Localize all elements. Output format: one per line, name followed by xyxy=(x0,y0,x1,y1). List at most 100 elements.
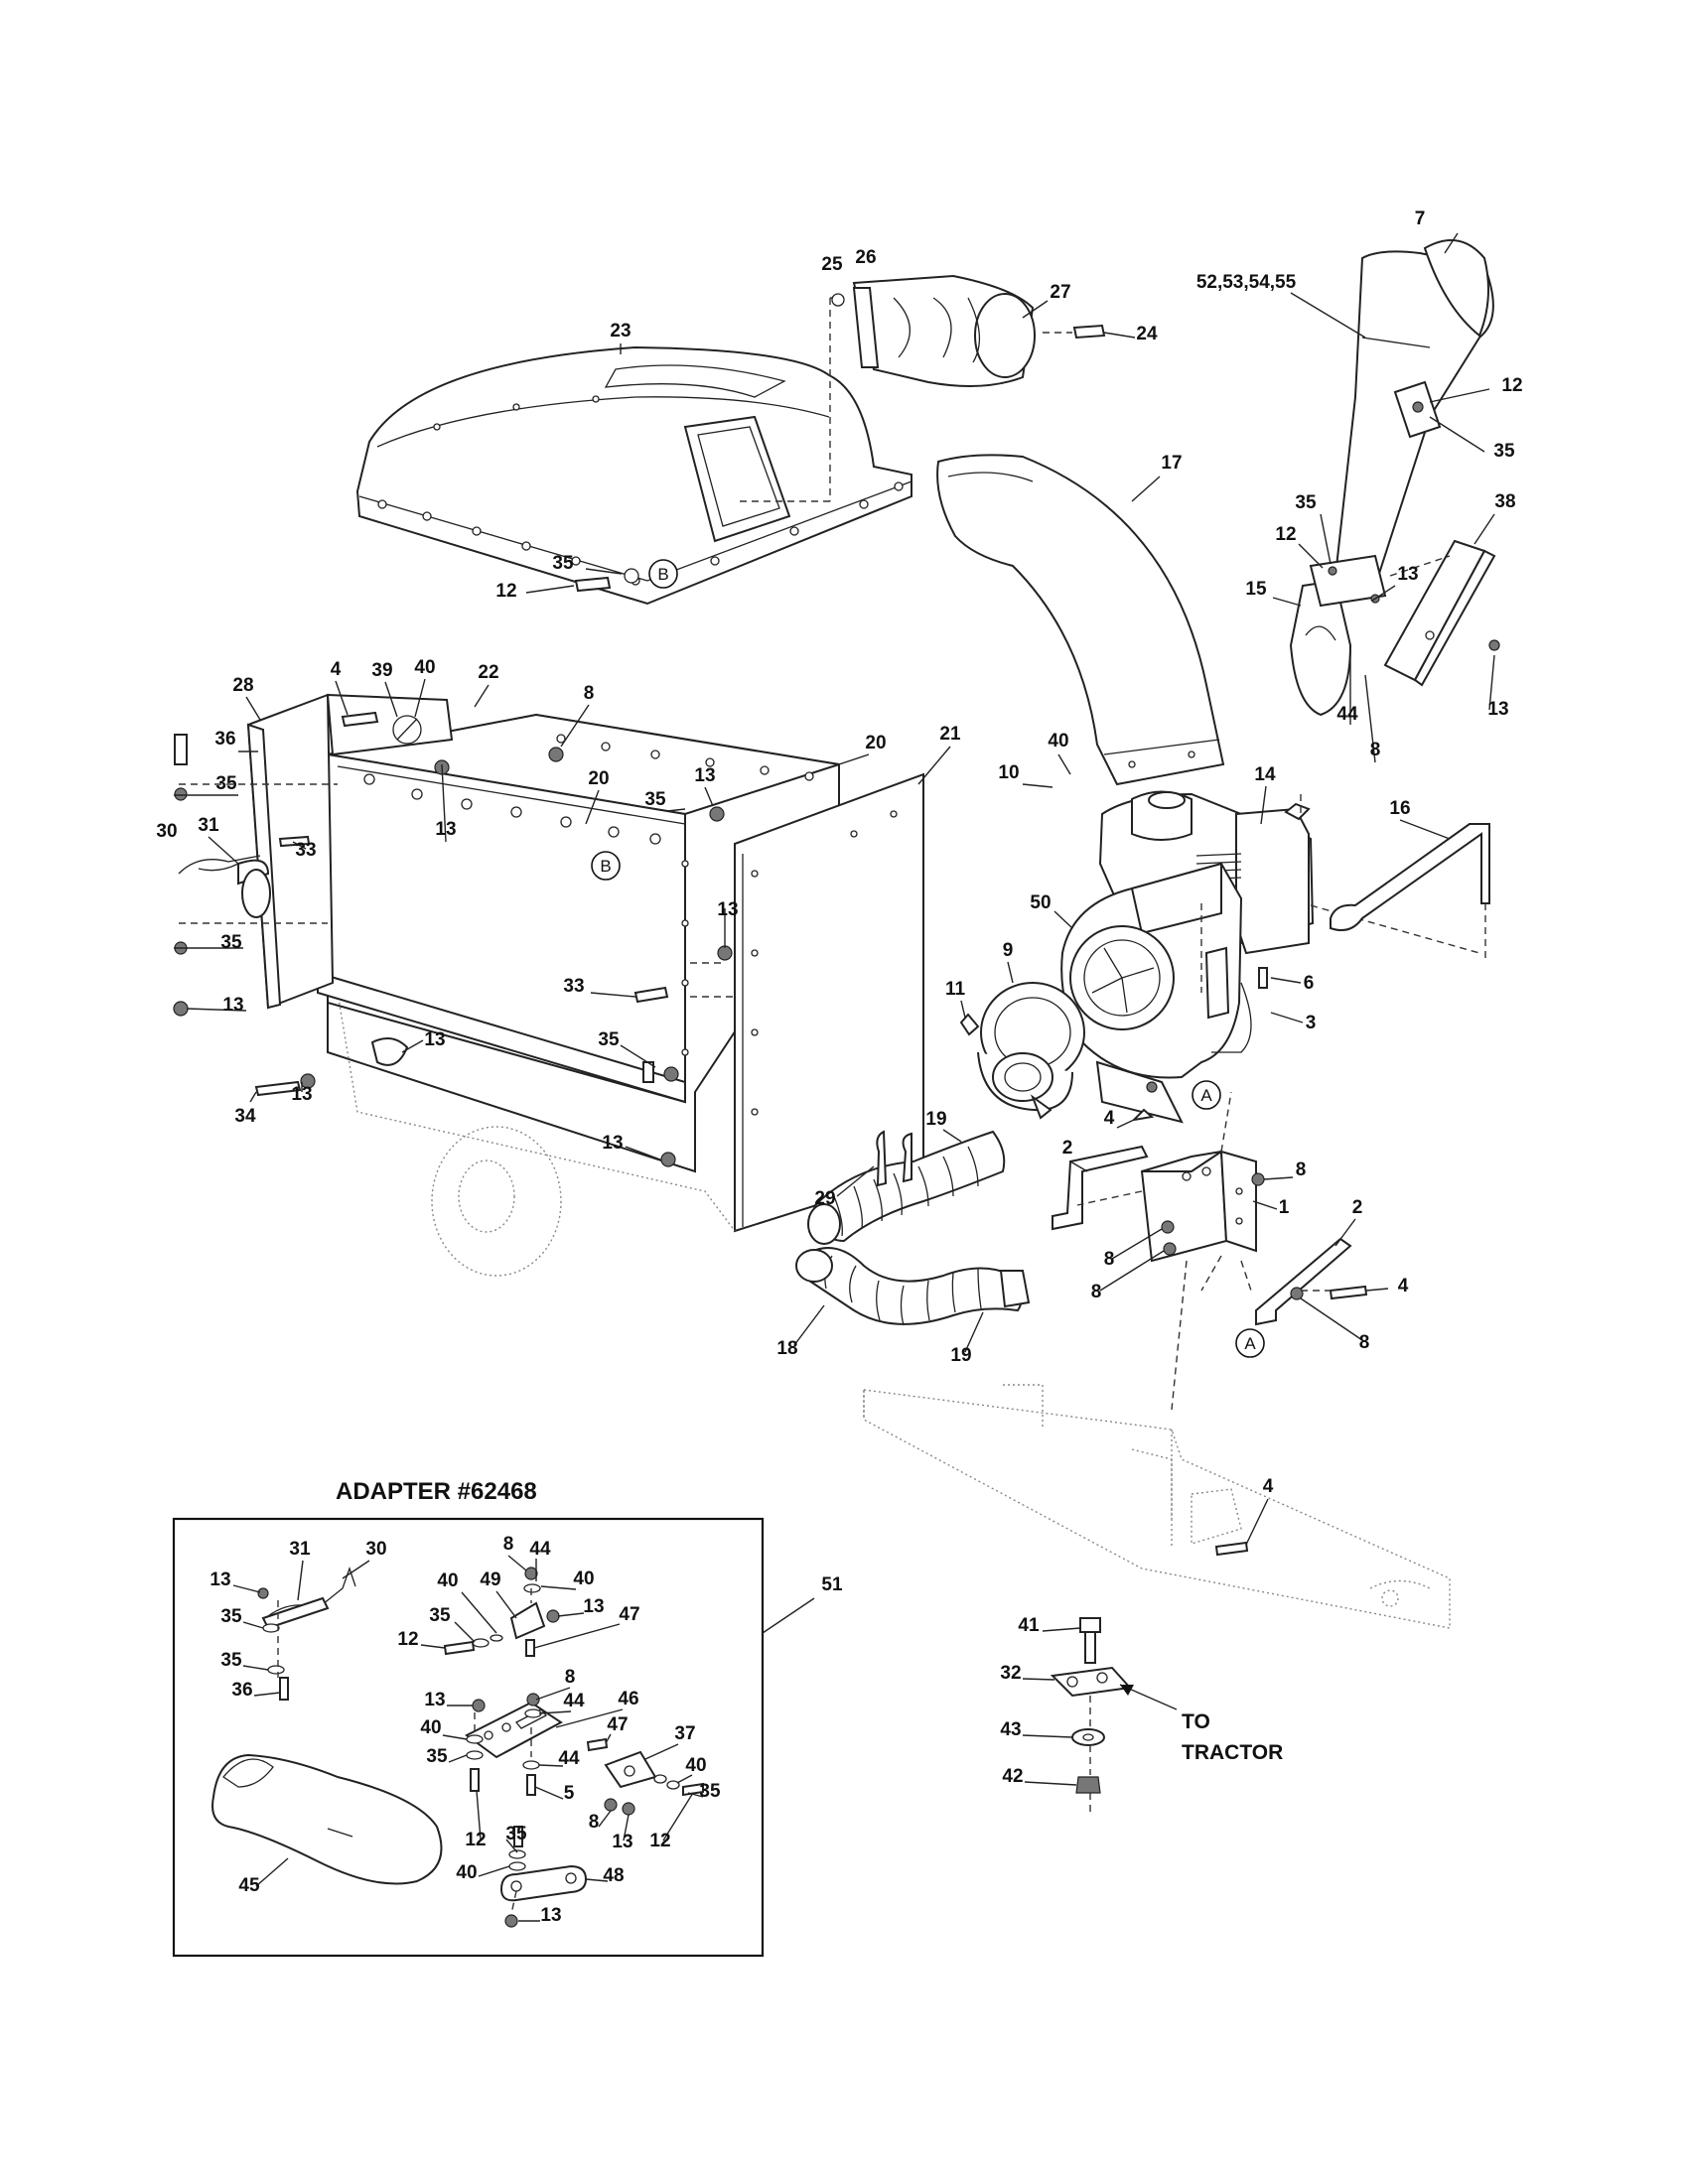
part-label-33: 33 xyxy=(295,840,316,861)
adapter-title: ADAPTER #62468 xyxy=(336,1478,537,1505)
tractor-frame xyxy=(863,1384,1451,1629)
part-label-40: 40 xyxy=(685,1755,706,1776)
part-label-35: 35 xyxy=(220,932,242,953)
part-label-45: 45 xyxy=(238,1875,260,1896)
part-label-13: 13 xyxy=(291,1084,312,1105)
leader-lines xyxy=(174,232,1495,1922)
part-label-12: 12 xyxy=(465,1830,486,1850)
part-label-40: 40 xyxy=(420,1717,441,1738)
part-label-35: 35 xyxy=(1295,492,1317,513)
discharge-chute xyxy=(1289,239,1494,717)
part-label-31: 31 xyxy=(289,1539,311,1560)
part-label-4: 4 xyxy=(1104,1108,1115,1129)
part-label-31: 31 xyxy=(198,815,219,836)
mount-guide-line-2 xyxy=(1240,1260,1252,1292)
ref-marker-circle-a xyxy=(1192,1080,1221,1110)
part-label-12: 12 xyxy=(397,1629,418,1650)
part-label-8: 8 xyxy=(589,1812,600,1833)
part-label-13: 13 xyxy=(210,1570,230,1590)
part-label-24: 24 xyxy=(1136,324,1158,344)
hitch-hardware xyxy=(1050,1617,1178,1817)
part-label-47: 47 xyxy=(619,1604,639,1625)
part-label-4: 4 xyxy=(1398,1276,1409,1297)
part-label-9: 9 xyxy=(1003,940,1014,961)
part-label-8: 8 xyxy=(1296,1160,1307,1180)
part-label-20: 20 xyxy=(588,768,609,789)
part-label-4: 4 xyxy=(1263,1476,1274,1497)
part-label-13: 13 xyxy=(602,1133,623,1154)
part-label-13: 13 xyxy=(222,995,243,1016)
elbow-tube xyxy=(936,454,1225,786)
lid-fasteners xyxy=(525,568,639,594)
part-label-44: 44 xyxy=(1336,704,1358,725)
ref-marker-b: B xyxy=(600,857,611,876)
part-label-15: 15 xyxy=(1245,579,1267,600)
part-label-11: 11 xyxy=(945,979,966,1000)
part-label-12: 12 xyxy=(1501,375,1522,396)
part-label-5: 5 xyxy=(564,1783,575,1804)
side-door xyxy=(173,693,454,1017)
part-label-8: 8 xyxy=(1359,1332,1370,1353)
part-label-13: 13 xyxy=(424,1690,445,1710)
inlet-ring xyxy=(959,982,1085,1120)
part-label-47: 47 xyxy=(607,1714,628,1735)
port-cover-assembly xyxy=(740,274,1106,502)
part-label-44: 44 xyxy=(558,1748,580,1769)
part-label-35: 35 xyxy=(429,1605,451,1626)
part-label-1: 1 xyxy=(1279,1197,1290,1218)
part-label-8: 8 xyxy=(1091,1282,1102,1302)
part-label-27: 27 xyxy=(1050,282,1070,303)
part-label-33: 33 xyxy=(563,976,584,997)
part-label-44: 44 xyxy=(529,1539,551,1560)
part-label-13: 13 xyxy=(583,1596,604,1617)
part-label-43: 43 xyxy=(1000,1719,1021,1740)
part-label-30: 30 xyxy=(365,1539,386,1560)
part-label-13: 13 xyxy=(612,1832,632,1852)
part-label-40: 40 xyxy=(437,1570,458,1591)
part-label-51: 51 xyxy=(821,1574,843,1595)
cart-wheel xyxy=(431,1126,562,1277)
part-label-36: 36 xyxy=(231,1680,252,1701)
part-label-18: 18 xyxy=(776,1338,797,1359)
part-label-35: 35 xyxy=(644,789,666,810)
part-label-38: 38 xyxy=(1494,491,1515,512)
part-label-7: 7 xyxy=(1415,208,1426,229)
part-label-35: 35 xyxy=(699,1781,721,1802)
hopper-lid xyxy=(355,345,912,606)
ref-marker-circle-b xyxy=(648,559,678,589)
part-label-40: 40 xyxy=(414,657,435,678)
part-label-44: 44 xyxy=(563,1691,585,1711)
part-label-50: 50 xyxy=(1030,892,1051,913)
part-label-26: 26 xyxy=(855,247,876,268)
part-label-35: 35 xyxy=(552,553,574,574)
part-label-13: 13 xyxy=(717,899,738,920)
part-label-13: 13 xyxy=(694,765,715,786)
part-label-48: 48 xyxy=(603,1865,624,1886)
side-bracket-right xyxy=(1255,1237,1368,1326)
part-label-35: 35 xyxy=(1493,441,1515,462)
part-label-25: 25 xyxy=(821,254,843,275)
mount-guide-line xyxy=(1171,1260,1188,1411)
part-label-6: 6 xyxy=(1304,973,1315,994)
part-label-8: 8 xyxy=(584,683,595,704)
part-label-36: 36 xyxy=(214,729,235,750)
part-label-8: 8 xyxy=(1104,1249,1115,1270)
to-tractor-line-1: TO xyxy=(1182,1710,1210,1733)
part-label-35: 35 xyxy=(598,1029,620,1050)
part-label-13: 13 xyxy=(1397,564,1418,585)
ref-marker-circle-b xyxy=(591,851,621,881)
part-label-19: 19 xyxy=(950,1345,971,1366)
part-label-8: 8 xyxy=(1370,740,1381,760)
to-tractor-line-2: TRACTOR xyxy=(1182,1741,1283,1764)
part-label-40: 40 xyxy=(1048,731,1068,751)
part-label-35: 35 xyxy=(426,1746,448,1767)
part-label-8: 8 xyxy=(565,1667,576,1688)
part-label-14: 14 xyxy=(1254,764,1276,785)
hose-lower xyxy=(795,1247,1031,1326)
part-label-12: 12 xyxy=(649,1831,670,1851)
mount-bracket xyxy=(1140,1091,1265,1292)
part-label-29: 29 xyxy=(814,1188,835,1209)
part-label-2: 2 xyxy=(1352,1197,1363,1218)
